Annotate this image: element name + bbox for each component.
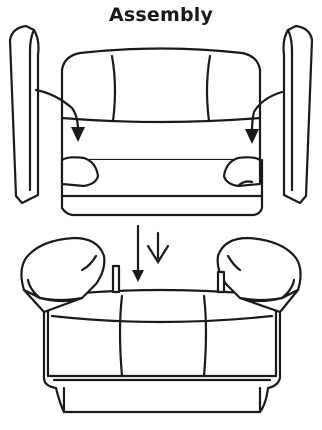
down-arrows [132, 226, 168, 282]
right-armrest-detached [284, 26, 313, 203]
sofa-base-no-arms [62, 49, 262, 216]
sofa-assembled [21, 238, 300, 412]
left-armrest-detached [10, 26, 39, 203]
